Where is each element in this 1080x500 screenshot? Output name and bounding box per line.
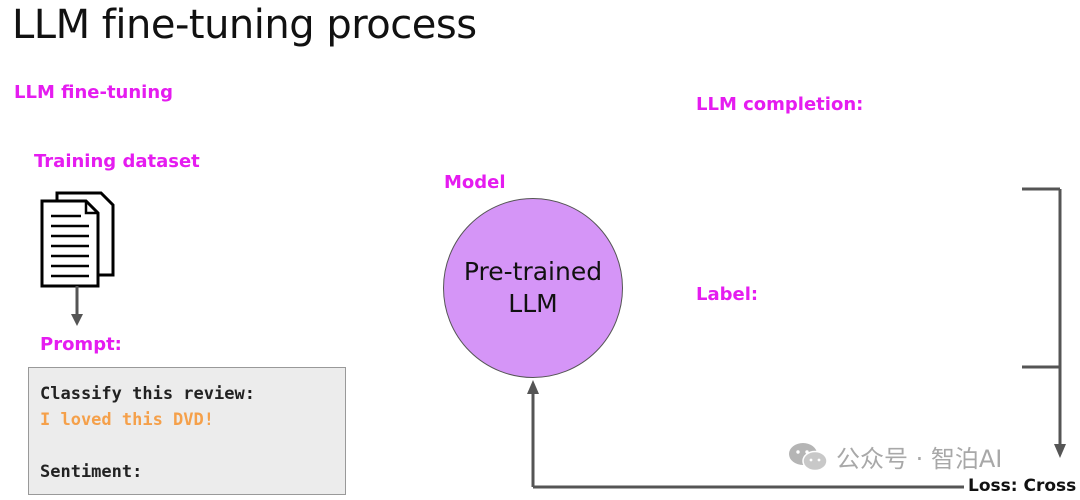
dataset-to-prompt-arrow: [71, 286, 83, 326]
model-name-line1: Pre-trained: [463, 257, 603, 286]
watermark: 公众号 · 智泊AI: [788, 439, 1002, 474]
prompt-instruction: Classify this review:: [40, 384, 255, 404]
wechat-icon: [789, 442, 828, 471]
watermark-text: 公众号 · 智泊AI: [836, 445, 1003, 473]
loss-label: Loss: Cross: [968, 476, 1077, 496]
prompt-blank-line: [40, 433, 345, 459]
section-label: LLM fine-tuning: [14, 82, 174, 103]
model-label: Model: [444, 172, 506, 193]
label-label: Label:: [696, 284, 759, 305]
model-node: Pre-trained LLM: [443, 198, 623, 378]
prompt-box: Classify this review: I loved this DVD! …: [28, 367, 346, 495]
model-name-line2: LLM: [508, 289, 558, 318]
training-dataset-label: Training dataset: [34, 151, 200, 172]
loss-feedback-arrow: [527, 380, 964, 489]
prompt-review: I loved this DVD!: [40, 410, 214, 430]
prompt-sentiment: Sentiment:: [40, 462, 143, 482]
document-stack-icon: [40, 191, 115, 288]
page-title: LLM fine-tuning process: [12, 2, 477, 48]
output-bracket: [1022, 187, 1066, 458]
prompt-label: Prompt:: [40, 334, 122, 355]
completion-label: LLM completion:: [696, 94, 864, 115]
